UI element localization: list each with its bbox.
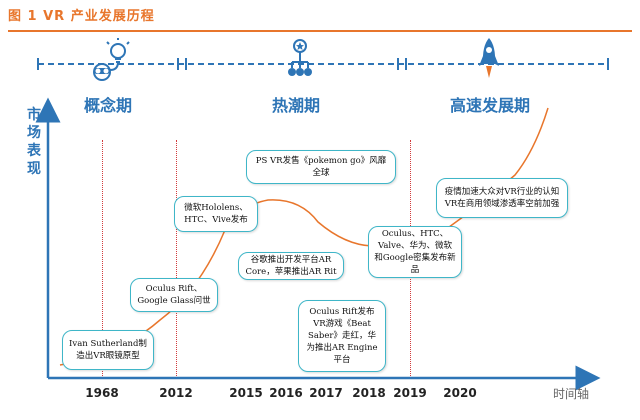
x-axis-label: 时间轴: [553, 387, 590, 401]
event-text: Oculus Rift、Google Glass问世: [137, 284, 211, 306]
rocket-icon: [479, 38, 499, 78]
event-text: 微软Hololens、HTC、Vive发布: [184, 203, 248, 225]
year-label: 2020: [443, 386, 477, 400]
event-text: 疫情加速大众对VR行业的认知VR在商用领域渗透率空前加强: [444, 187, 560, 209]
event-text: Ivan Sutherland制造出VR眼镜原型: [69, 339, 147, 361]
network-star-icon: [288, 39, 312, 76]
figure-title: 图 1 VR 产业发展历程: [8, 9, 155, 24]
year-label: 2018: [352, 386, 386, 400]
year-label: 2019: [393, 386, 427, 400]
phase-label-rapid-growth: 高速发展期: [450, 96, 531, 115]
event-box-2019: Oculus、HTC、Valve、华为、微软和Google密集发布新品: [368, 226, 462, 278]
event-box-2018-game: Oculus Rift发布VR游戏《Beat Saber》走红，华为推出AR E…: [298, 300, 386, 372]
y-axis-label: 市场表现: [27, 107, 41, 177]
year-label: 2012: [159, 386, 193, 400]
event-box-1968: Ivan Sutherland制造出VR眼镜原型: [62, 330, 154, 370]
event-text: Oculus Rift发布VR游戏《Beat Saber》走红，华为推出AR E…: [306, 307, 378, 365]
phase-label-concept: 概念期: [84, 96, 133, 115]
lightbulb-person-icon: [93, 38, 130, 81]
event-box-2020: 疫情加速大众对VR行业的认知VR在商用领域渗透率空前加强: [436, 178, 568, 218]
event-box-2017-ar: 谷歌推出开发平台AR Core，苹果推出AR Rit: [238, 252, 344, 280]
year-label: 1968: [85, 386, 119, 400]
year-label: 2015: [229, 386, 263, 400]
title-divider: [8, 30, 632, 32]
phase-label-boom: 热潮期: [272, 96, 321, 115]
event-text: Oculus、HTC、Valve、华为、微软和Google密集发布新品: [374, 229, 456, 275]
year-guide-1968: [102, 140, 103, 376]
event-text: PS VR发售《pokemon go》风靡全球: [255, 156, 387, 178]
year-guide-2012: [176, 140, 177, 376]
year-label: 2017: [309, 386, 343, 400]
event-box-2016: PS VR发售《pokemon go》风靡全球: [246, 150, 396, 184]
event-text: 谷歌推出开发平台AR Core，苹果推出AR Rit: [245, 255, 337, 277]
year-label: 2016: [269, 386, 303, 400]
event-box-2015: 微软Hololens、HTC、Vive发布: [174, 196, 258, 232]
event-box-2012: Oculus Rift、Google Glass问世: [130, 278, 218, 312]
